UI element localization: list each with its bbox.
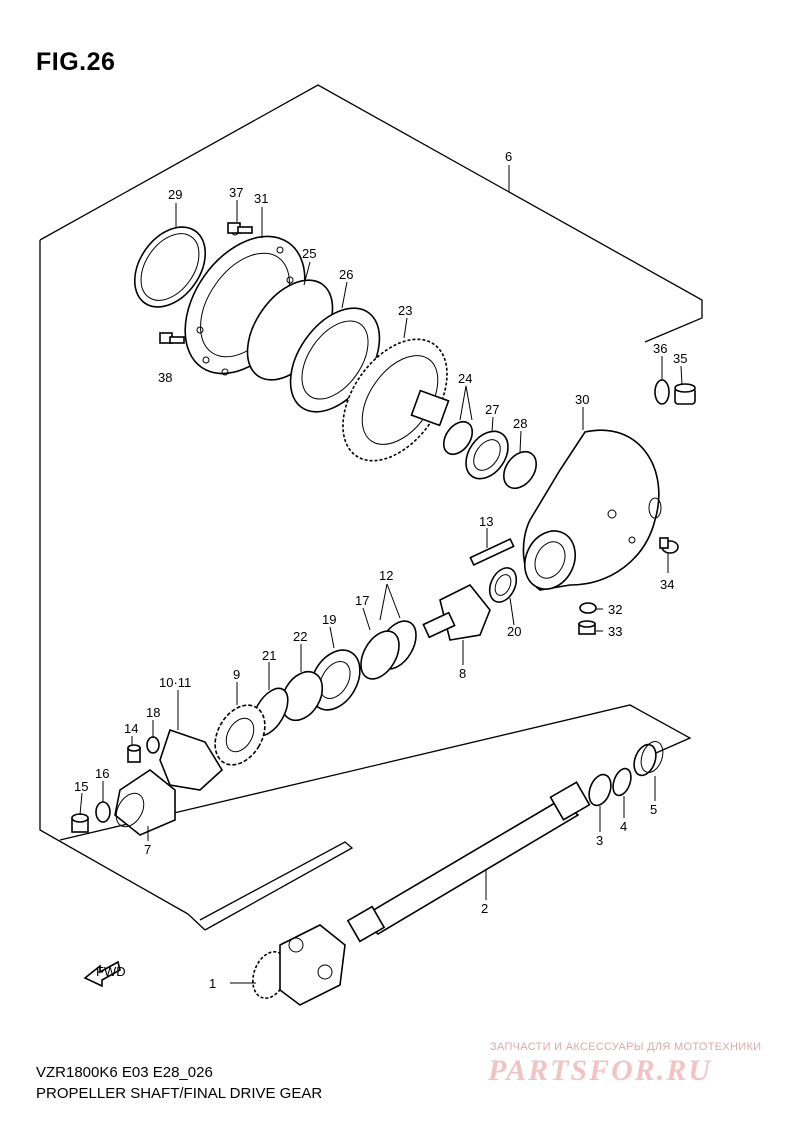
callout-3: 3 [596,833,603,848]
nut-33 [578,620,596,635]
callout-1: 1 [209,976,216,991]
diagram-caption: PROPELLER SHAFT/FINAL DRIVE GEAR [36,1085,323,1102]
filler-cap-35 [674,383,696,405]
callout-18: 18 [146,705,160,720]
final-gear-case-30 [522,429,662,591]
bolt-37 [227,222,253,234]
washer-32 [579,602,597,614]
nut-15 [71,813,89,833]
fwd-arrow-label: FWD [96,964,126,979]
callout-32: 32 [608,602,622,617]
callout-5: 5 [650,802,657,817]
callout-33: 33 [608,624,622,639]
watermark-logo: PARTSFOR.RU [488,1054,712,1087]
callout-9: 9 [233,667,240,682]
lower-assembly-frame-bottom [199,841,354,931]
callout-24: 24 [458,371,472,386]
frame-join [187,913,206,931]
callout-34: 34 [660,577,674,592]
callout-14: 14 [124,721,138,736]
universal-joint-1 [252,924,346,1006]
bearing-housing-9 [214,704,266,766]
callout-17: 17 [355,593,369,608]
bolt-38 [159,332,185,344]
callout-4: 4 [620,819,627,834]
ring-gear-23 [342,338,450,462]
washer-16 [95,801,111,823]
shim-24 [442,420,474,456]
callout-numbers: 1 2 3 4 5 6 7 8 9 10·11 12 13 14 15 16 1… [74,149,687,991]
circlip-4 [612,767,632,797]
leader-lines [79,165,683,984]
callout-6: 6 [505,149,512,164]
model-code: VZR1800K6 E03 E28_026 [36,1064,213,1081]
callout-26: 26 [339,267,353,282]
fwd-arrow-icon: FWD [83,960,126,988]
callout-2: 2 [481,901,488,916]
drain-bolt-34 [659,537,679,554]
callout-30: 30 [575,392,589,407]
figure-title: FIG.26 [36,48,116,76]
callout-7: 7 [144,842,151,857]
propeller-shaft-2 [346,781,591,943]
callout-20: 20 [507,624,521,639]
watermark-tagline: ЗАПЧАСТИ И АКСЕССУАРЫ ДЛЯ МОТОТЕХНИКИ [490,1041,762,1053]
callout-21: 21 [262,648,276,663]
callout-25: 25 [302,246,316,261]
callout-19: 19 [322,612,336,627]
callout-23: 23 [398,303,412,318]
callout-22: 22 [293,629,307,644]
oil-seal-ring-29 [133,226,207,308]
needle-bearing-27 [465,430,509,480]
callout-8: 8 [459,666,466,681]
lower-assembly-frame [59,704,692,841]
callout-31: 31 [254,191,268,206]
callout-29: 29 [168,187,182,202]
upper-assembly-frame-left [39,240,189,915]
callout-36: 36 [653,341,667,356]
upper-assembly-frame [39,84,703,343]
washer-18 [146,736,160,754]
stud-bolt-13 [469,538,515,566]
retainer-plate-10-11 [159,728,224,791]
oil-seal-28 [502,450,538,490]
callout-13: 13 [479,514,493,529]
o-ring-36 [654,379,670,405]
circlip-3 [588,773,612,807]
needle-bearing-20 [488,567,518,603]
bolt-14 [127,744,141,763]
shim-22 [280,670,324,722]
shim-17 [360,630,400,680]
callout-15: 15 [74,779,88,794]
drive-pinion-8 [422,583,491,641]
callout-38: 38 [158,370,172,385]
bearing-19 [309,649,361,711]
coupling-7 [114,769,176,836]
callout-10-11: 10·11 [159,675,191,690]
callout-27: 27 [485,402,499,417]
callout-35: 35 [673,351,687,366]
callout-37: 37 [229,185,243,200]
callout-28: 28 [513,416,527,431]
callout-12: 12 [379,568,393,583]
spring-5 [633,741,664,777]
callout-16: 16 [95,766,109,781]
